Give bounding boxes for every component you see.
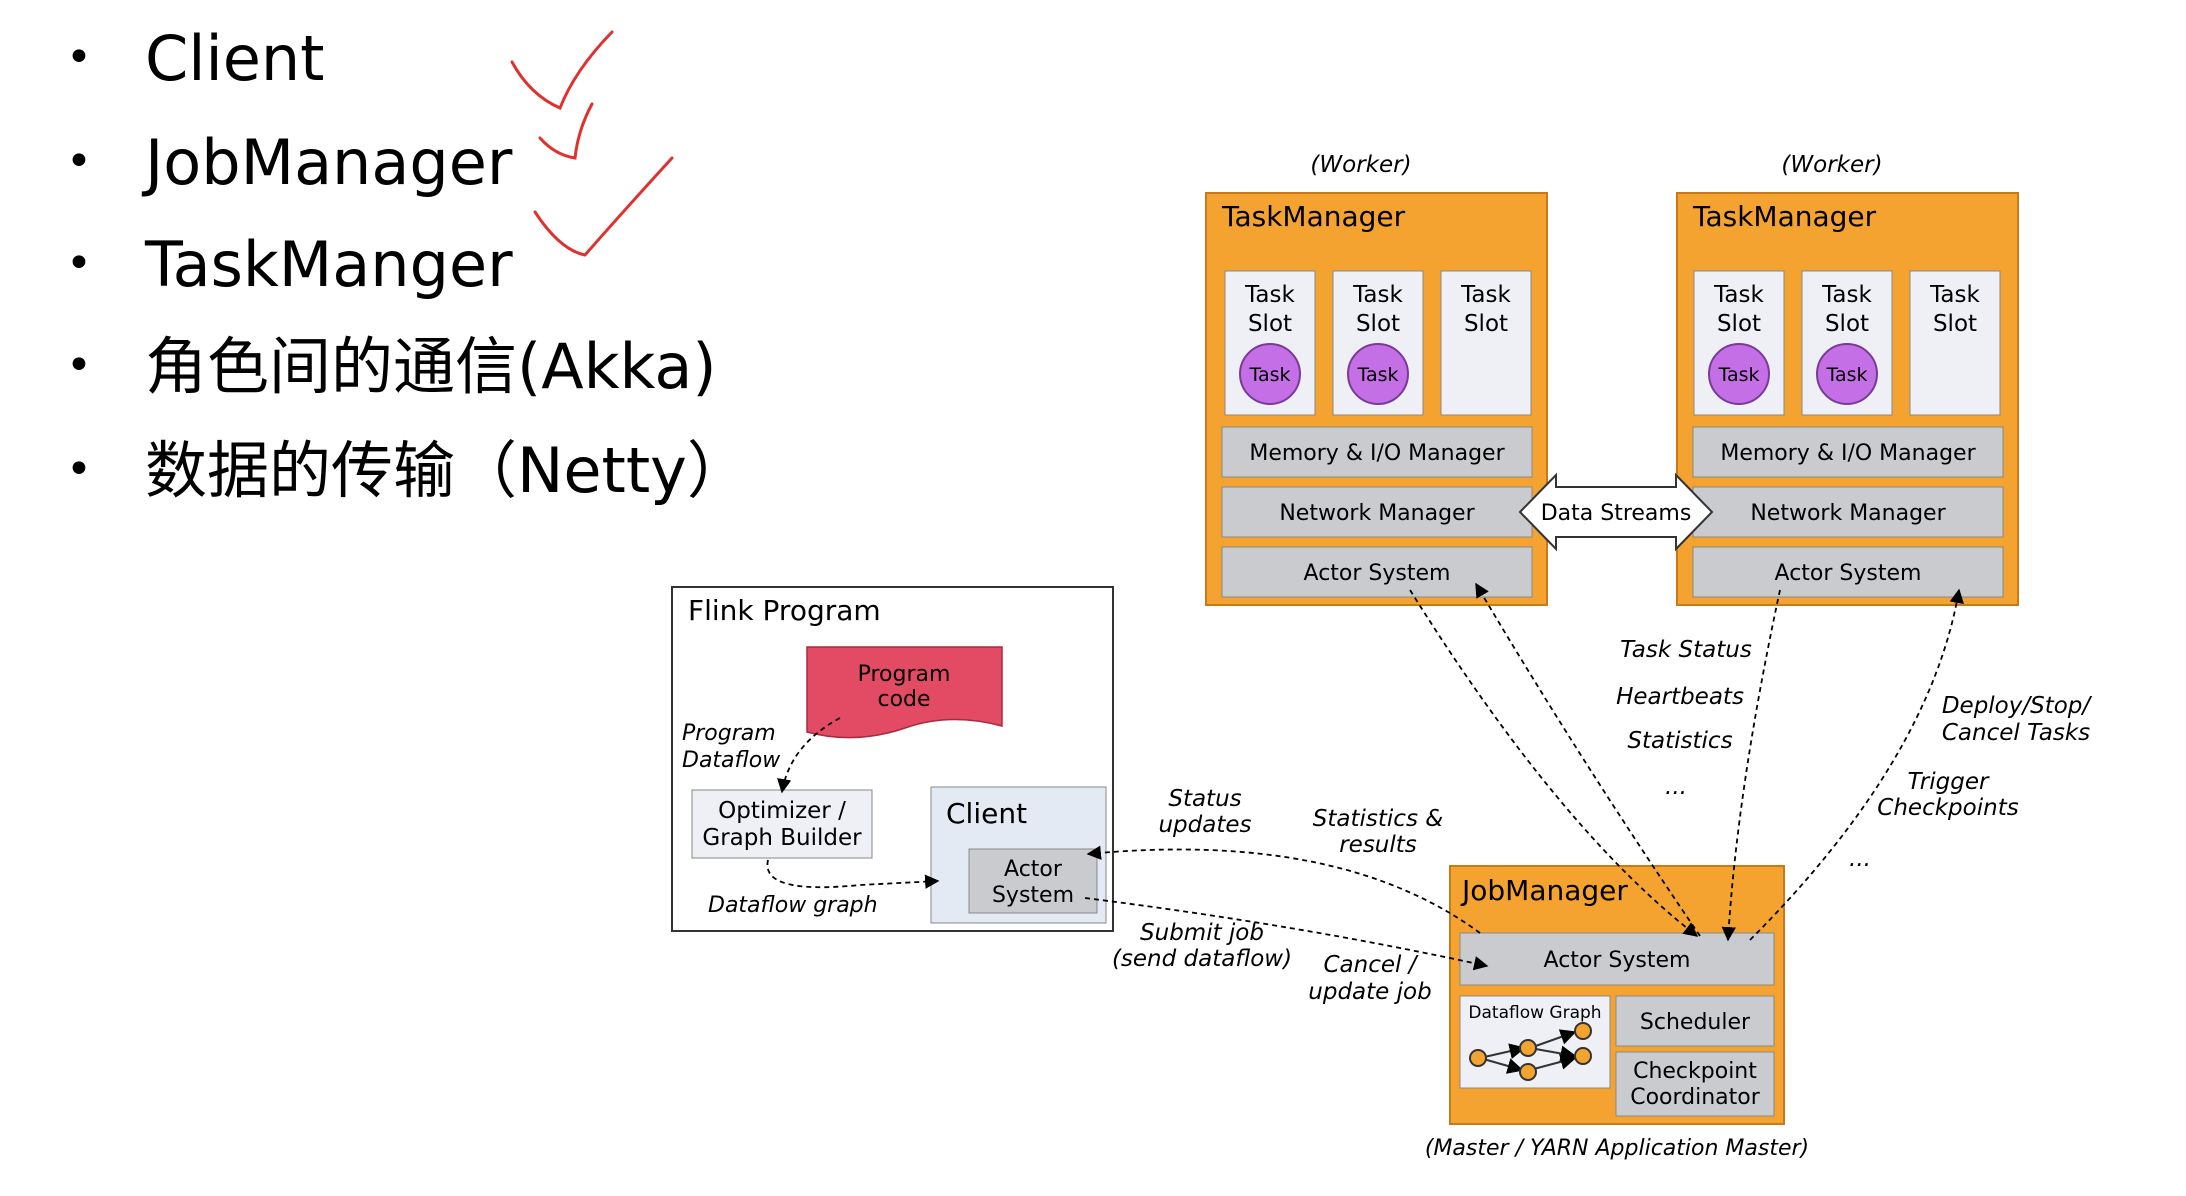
memory-manager-label: Memory & I/O Manager: [1720, 441, 1976, 466]
bullet-text: JobManager: [145, 126, 513, 199]
heartbeats-label: Heartbeats: [1616, 684, 1744, 710]
statistics-results-label: Statistics &: [1313, 806, 1443, 832]
task-circle: [1239, 343, 1301, 405]
optimizer-label: Graph Builder: [702, 825, 862, 851]
taskmanager-title: TaskManager: [1221, 200, 1406, 233]
optimizer-label: Optimizer /: [718, 798, 846, 824]
dataflow-graph-box-label: Dataflow Graph: [1468, 1003, 1601, 1023]
task-slot-label: Task: [1929, 282, 1980, 308]
actor-system-label: Actor System: [1775, 561, 1922, 586]
bullet-text: 角色间的通信(Akka): [145, 330, 717, 403]
flink-program-title: Flink Program: [688, 594, 881, 627]
program-dataflow-label: Dataflow: [682, 748, 781, 773]
data-streams-label: Data Streams: [1541, 501, 1692, 526]
task-slot-label: Task: [1460, 282, 1511, 308]
dataflow-graph-icon: [1469, 1022, 1592, 1081]
task-slot-label: Task: [1244, 282, 1295, 308]
program-code-label: Program: [858, 662, 951, 687]
program-code-shape: [806, 646, 1003, 739]
check-mark-icon: [538, 102, 594, 160]
check-mark-icon: [510, 30, 614, 110]
client-actor-label: System: [992, 883, 1074, 908]
task-slot-label: Slot: [1356, 311, 1400, 337]
data-streams-arrow: Data Streams: [1518, 472, 1714, 552]
client-actor-label: Actor: [1004, 857, 1063, 882]
actor-system-label: Actor System: [1304, 561, 1451, 586]
bullet-text: TaskManger: [145, 228, 513, 301]
jobmanager-actor-label: Actor System: [1544, 948, 1691, 973]
status-updates-label: Status: [1168, 786, 1241, 812]
task-circle: [1816, 343, 1878, 405]
memory-manager-label: Memory & I/O Manager: [1249, 441, 1505, 466]
cancel-update-label: update job: [1308, 979, 1431, 1005]
program-code-label: code: [877, 687, 930, 712]
network-manager-label: Network Manager: [1750, 501, 1946, 526]
task-slot-label: Slot: [1933, 311, 1977, 337]
communication-arrows: [766, 582, 1964, 971]
task-slot-label: Slot: [1825, 311, 1869, 337]
task-slot-label: Slot: [1717, 311, 1761, 337]
bullet-text: Client: [145, 22, 325, 95]
task-label: Task: [1356, 364, 1398, 386]
task-slot-label: Task: [1821, 282, 1872, 308]
worker-label: (Worker): [1310, 152, 1411, 178]
task-status-label: Task Status: [1620, 637, 1752, 663]
client-title: Client: [946, 797, 1027, 830]
network-manager-label: Network Manager: [1279, 501, 1475, 526]
task-label: Task: [1825, 364, 1867, 386]
task-slot-label: Slot: [1464, 311, 1508, 337]
task-circle: [1347, 343, 1409, 405]
checkpoint-label: Coordinator: [1630, 1085, 1761, 1110]
submit-job-label: (send dataflow): [1112, 946, 1292, 972]
deploy-label: Deploy/Stop/: [1942, 693, 2093, 719]
task-slot-label: Task: [1352, 282, 1403, 308]
worker-label: (Worker): [1781, 152, 1882, 178]
jobmanager-title: JobManager: [1460, 874, 1628, 907]
deploy-label: Cancel Tasks: [1942, 720, 2090, 746]
bullet-text: 数据的传输（Netty）: [145, 434, 749, 507]
program-dataflow-label: Program: [682, 721, 776, 746]
task-slot-label: Task: [1713, 282, 1764, 308]
ellipsis-label: ...: [1849, 846, 1871, 872]
dataflow-graph-label: Dataflow graph: [708, 893, 878, 918]
statistics-label: Statistics: [1627, 728, 1732, 754]
task-slot-label: Slot: [1248, 311, 1292, 337]
task-label: Task: [1717, 364, 1759, 386]
cancel-update-label: Cancel /: [1324, 952, 1419, 978]
ellipsis-label: ...: [1665, 774, 1687, 800]
taskmanager-title: TaskManager: [1692, 200, 1877, 233]
statistics-results-label: results: [1339, 832, 1417, 858]
submit-job-label: Submit job: [1140, 920, 1264, 946]
scheduler-label: Scheduler: [1640, 1010, 1751, 1035]
status-updates-label: updates: [1158, 812, 1251, 838]
task-label: Task: [1248, 364, 1290, 386]
flink-program-box: Flink Program Program code Program Dataf…: [671, 586, 1114, 932]
check-mark-icon: [533, 156, 674, 257]
taskmanager-box: TaskManager Task Slot Task Task Slot Tas…: [1205, 192, 1548, 606]
checkpoint-label: Checkpoint: [1633, 1059, 1757, 1084]
task-circle: [1708, 343, 1770, 405]
jobmanager-box: JobManager Actor System Dataflow Graph S…: [1425, 865, 1809, 1161]
trigger-label: Checkpoints: [1877, 795, 2018, 821]
trigger-label: Trigger: [1908, 769, 1990, 795]
taskmanager-box: TaskManager Task Slot Task Task Slot Tas…: [1676, 192, 2019, 606]
jobmanager-footer: (Master / YARN Application Master): [1425, 1136, 1809, 1161]
